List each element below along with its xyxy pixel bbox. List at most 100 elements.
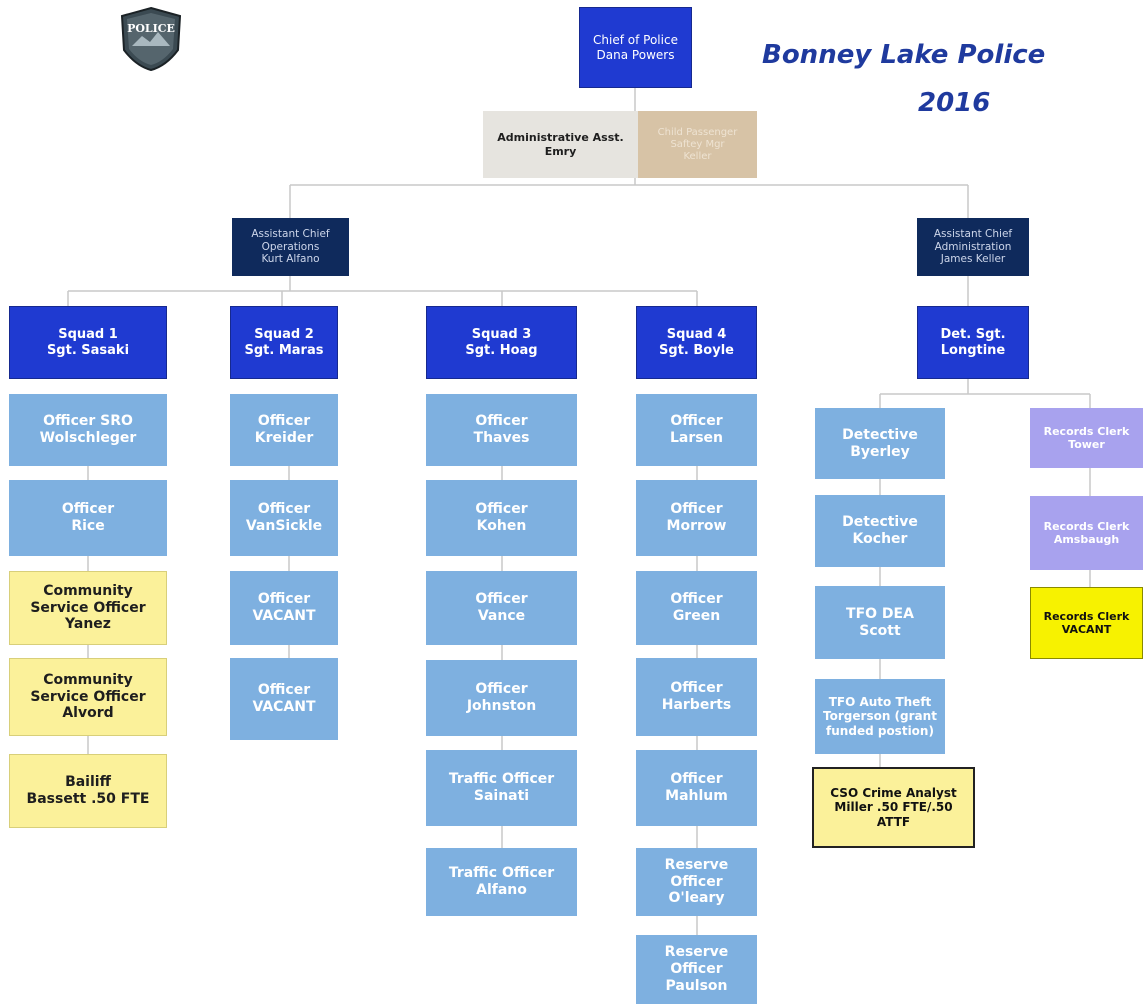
box-label: Detective [842,514,918,531]
box-name: Harberts [661,697,732,713]
box-label: Assistant Chief [251,228,330,241]
badge-text: POLICE [127,22,175,35]
crime-analyst-box: CSO Crime Analyst Miller .50 FTE/.50 ATT… [812,767,975,848]
box-label: Officer SRO [43,413,133,430]
box-name: Morrow [666,518,727,534]
squad-4-member: Reserve Officer Paulson [636,935,757,1004]
detective-unit-member: TFO Auto Theft Torgerson (grant funded p… [815,679,945,754]
box-name: Alfano [476,882,527,898]
police-badge-icon: POLICE [120,6,182,72]
box-name: Byerley [850,443,910,460]
box-name: Dana Powers [596,47,675,62]
box-label: Reserve [664,944,729,961]
assistant-chief-operations-box: Assistant Chief Operations Kurt Alfano [232,218,349,276]
squad-2-member: Officer VACANT [230,658,338,740]
box-label: TFO Auto Theft [828,694,932,709]
records-clerk-box: Records Clerk Amsbaugh [1030,496,1143,570]
box-label: Detective [842,426,918,443]
squad-2-header: Squad 2 Sgt. Maras [230,306,338,379]
box-label: Service Officer [30,688,146,705]
box-label: Administrative Asst. [497,131,624,145]
box-label: Squad 1 [58,326,118,342]
box-label: Records Clerk [1043,424,1130,438]
squad-4-member: Officer Larsen [636,394,757,466]
box-name: Kohen [476,518,527,534]
box-name: Keller [683,150,712,162]
box-name: Sgt. Boyle [659,342,734,358]
squad-3-member: Officer Thaves [426,394,577,466]
squad-3-member: Traffic Officer Sainati [426,750,577,826]
squad-1-header: Squad 1 Sgt. Sasaki [9,306,167,379]
box-name: Kreider [254,430,314,446]
box-label: Officer [257,591,311,608]
box-label: Officer [257,682,311,699]
detective-sergeant-header: Det. Sgt. Longtine [917,306,1029,379]
box-name: Amsbaugh [1053,533,1120,546]
box-label: Records Clerk [1043,609,1130,623]
box-label: Community [43,671,133,688]
box-label: Officer [670,413,723,430]
box-label: Officer [670,501,723,518]
box-name: Larsen [669,430,724,446]
squad-4-member: Reserve Officer O'leary [636,848,757,916]
box-name: Emry [544,144,577,158]
box-name: O'leary [668,890,725,907]
squad-1-member: Officer SRO Wolschleger [9,394,167,466]
box-label: Chief of Police [593,33,678,48]
squad-2-member: Officer VanSickle [230,480,338,556]
box-name: Kocher [852,531,908,547]
box-name: VACANT [1061,623,1112,636]
squad-4-header: Squad 4 Sgt. Boyle [636,306,757,379]
box-label: Saftey Mgr [670,138,725,150]
squad-3-member: Officer Johnston [426,660,577,736]
box-label: Child Passenger [657,126,738,138]
box-label: Records Clerk [1043,519,1130,533]
administrative-assistant-box: Administrative Asst. Emry [483,111,638,178]
box-label: Officer [475,591,528,608]
records-clerk-box: Records Clerk VACANT [1030,587,1143,659]
chart-title-year: 2016 [918,88,991,118]
box-label: Officer [475,681,528,698]
box-label: Officer [257,501,311,518]
squad-1-member: Community Service Officer Yanez [9,571,167,645]
box-name: Rice [71,518,105,534]
box-name: Mahlum [665,788,728,804]
box-label: Community [43,582,133,599]
box-label: CSO Crime Analyst [830,785,957,800]
box-name: Miller .50 FTE/.50 [834,800,953,815]
box-label: Officer [670,961,723,978]
squad-1-member: Bailiff Bassett .50 FTE [9,754,167,828]
box-name: Vance [477,608,526,624]
box-label: Officer [257,413,311,430]
squad-3-member: Traffic Officer Alfano [426,848,577,916]
box-name: Sainati [473,788,530,804]
box-label: Bailiff [65,774,111,791]
box-name: Tower [1068,438,1105,451]
box-label: TFO DEA [846,605,914,622]
detective-unit-member: Detective Kocher [815,495,945,567]
squad-2-member: Officer Kreider [230,394,338,466]
squad-4-member: Officer Morrow [636,480,757,556]
box-label: Assistant Chief [933,228,1013,241]
box-label: Traffic Officer [448,771,555,788]
box-name: Sgt. Sasaki [46,342,130,358]
box-name: Thaves [473,430,530,446]
box-label: ATTF [876,814,911,829]
box-name: Paulson [665,977,728,994]
box-name: Yanez [65,616,111,633]
squad-3-member: Officer Kohen [426,480,577,556]
box-label: Officer [670,771,723,788]
box-label: Service Officer [30,599,146,616]
box-name: VanSickle [245,518,323,534]
box-label: Officer [670,873,723,890]
box-label: funded postion) [826,723,934,738]
box-name: Torgerson (grant [823,709,937,724]
squad-4-member: Officer Harberts [636,658,757,736]
squad-3-header: Squad 3 Sgt. Hoag [426,306,577,379]
detective-unit-member: TFO DEA Scott [815,586,945,659]
box-name: Bassett .50 FTE [26,791,150,807]
detective-unit-member: Detective Byerley [815,408,945,479]
box-label: Officer [670,680,723,697]
box-name: Alvord [62,705,114,722]
